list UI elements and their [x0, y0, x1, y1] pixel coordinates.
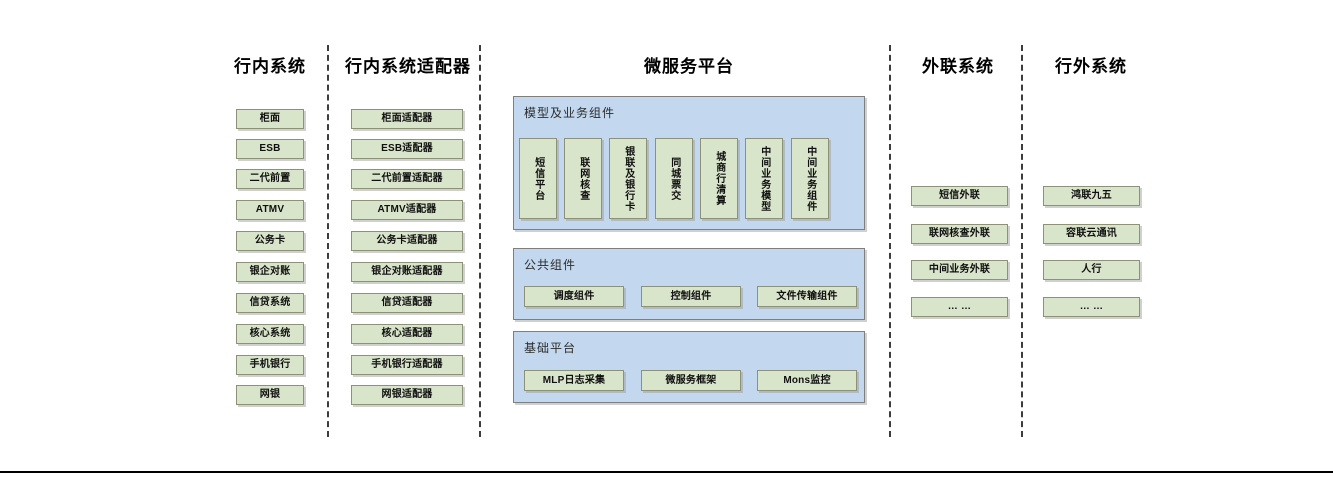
separator-2 — [479, 45, 481, 437]
node-base-platform-2[interactable]: 微服务框架 — [641, 370, 741, 391]
node-internal-system-7[interactable]: 信贷系统 — [236, 293, 304, 313]
column-title-external-link-systems: 外联系统 — [922, 57, 994, 76]
node-internal-system-6[interactable]: 银企对账 — [236, 262, 304, 282]
node-off-bank-2[interactable]: 容联云通讯 — [1043, 224, 1140, 244]
node-public-component-2[interactable]: 控制组件 — [641, 286, 741, 307]
panel-title-model-business-components: 模型及业务组件 — [524, 106, 616, 120]
node-model-component-2[interactable]: 联网核查 — [564, 138, 602, 219]
node-internal-system-5[interactable]: 公务卡 — [236, 231, 304, 251]
node-internal-system-1[interactable]: 柜面 — [236, 109, 304, 129]
node-internal-system-10[interactable]: 网银 — [236, 385, 304, 405]
node-model-component-7[interactable]: 中间业务组件 — [791, 138, 829, 219]
column-title-internal-system-adapters: 行内系统适配器 — [345, 57, 471, 76]
node-adapter-2[interactable]: ESB适配器 — [351, 139, 463, 159]
node-external-link-1[interactable]: 短信外联 — [911, 186, 1008, 206]
column-title-off-bank-systems: 行外系统 — [1055, 57, 1127, 76]
separator-1 — [327, 45, 329, 437]
node-adapter-10[interactable]: 网银适配器 — [351, 385, 463, 405]
node-adapter-6[interactable]: 银企对账适配器 — [351, 262, 463, 282]
node-adapter-9[interactable]: 手机银行适配器 — [351, 355, 463, 375]
node-adapter-5[interactable]: 公务卡适配器 — [351, 231, 463, 251]
node-model-component-4[interactable]: 同城票交 — [655, 138, 693, 219]
node-adapter-8[interactable]: 核心适配器 — [351, 324, 463, 344]
panel-title-base-platform: 基础平台 — [524, 341, 577, 355]
node-external-link-2[interactable]: 联网核查外联 — [911, 224, 1008, 244]
node-model-component-3[interactable]: 银联及银行卡 — [609, 138, 647, 219]
node-adapter-1[interactable]: 柜面适配器 — [351, 109, 463, 129]
node-external-link-3[interactable]: 中间业务外联 — [911, 260, 1008, 280]
node-internal-system-3[interactable]: 二代前置 — [236, 169, 304, 189]
node-internal-system-2[interactable]: ESB — [236, 139, 304, 159]
node-internal-system-9[interactable]: 手机银行 — [236, 355, 304, 375]
node-model-component-1[interactable]: 短信平台 — [519, 138, 557, 219]
panel-base-platform: 基础平台 — [513, 331, 865, 403]
bottom-divider — [0, 471, 1333, 473]
separator-3 — [889, 45, 891, 437]
node-model-component-5[interactable]: 城商行清算 — [700, 138, 738, 219]
node-adapter-3[interactable]: 二代前置适配器 — [351, 169, 463, 189]
platform-title: 微服务平台 — [644, 57, 734, 76]
node-base-platform-1[interactable]: MLP日志采集 — [524, 370, 624, 391]
node-external-link-4[interactable]: … … — [911, 297, 1008, 317]
panel-title-public-components: 公共组件 — [524, 258, 577, 272]
node-internal-system-4[interactable]: ATMV — [236, 200, 304, 220]
separator-4 — [1021, 45, 1023, 437]
node-off-bank-1[interactable]: 鸿联九五 — [1043, 186, 1140, 206]
panel-public-components: 公共组件 — [513, 248, 865, 320]
node-model-component-6[interactable]: 中间业务模型 — [745, 138, 783, 219]
node-off-bank-4[interactable]: … … — [1043, 297, 1140, 317]
column-title-internal-systems: 行内系统 — [234, 57, 306, 76]
node-adapter-7[interactable]: 信贷适配器 — [351, 293, 463, 313]
node-public-component-1[interactable]: 调度组件 — [524, 286, 624, 307]
node-off-bank-3[interactable]: 人行 — [1043, 260, 1140, 280]
node-base-platform-3[interactable]: Mons监控 — [757, 370, 857, 391]
node-internal-system-8[interactable]: 核心系统 — [236, 324, 304, 344]
node-adapter-4[interactable]: ATMV适配器 — [351, 200, 463, 220]
node-public-component-3[interactable]: 文件传输组件 — [757, 286, 857, 307]
